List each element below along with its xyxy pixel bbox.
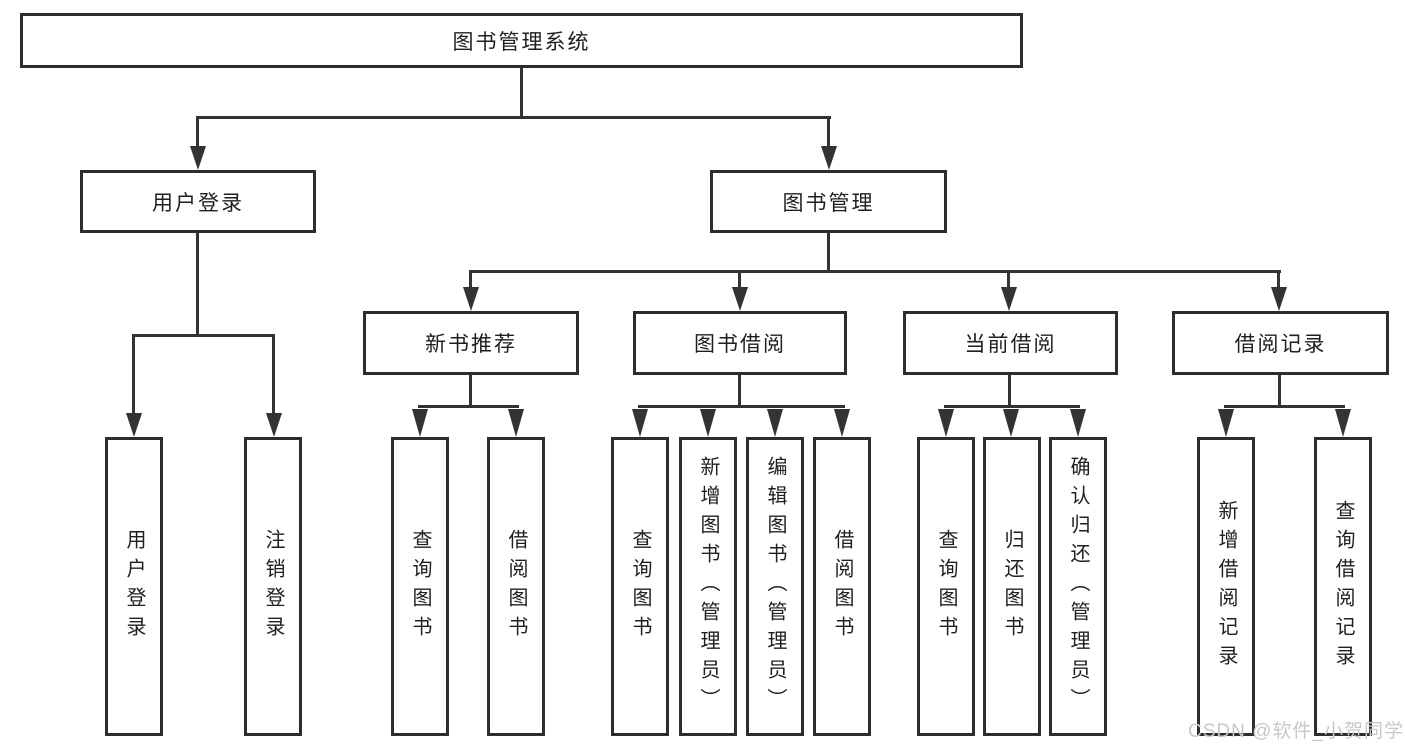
arrowhead-user-login <box>190 146 206 170</box>
node-new-book-recommend-label: 新书推荐 <box>425 333 517 356</box>
arrowhead-bb-query-books <box>632 409 648 437</box>
leaf-bb-query-books: 查询图书 <box>611 437 669 736</box>
leaf-rec-query-books-label: 查询图书 <box>409 528 431 645</box>
node-book-management: 图书管理 <box>710 170 947 233</box>
leaf-bb-borrow-books: 借阅图书 <box>813 437 871 736</box>
connector-new-book-recommend-bar <box>418 405 519 408</box>
connector-drop-book-borrow <box>738 270 741 289</box>
csdn-watermark: CSDN @软件_小贺同学 <box>1188 721 1404 742</box>
connector-root-stem <box>520 68 523 118</box>
leaf-cb-confirm-return: 确认归还（管理员） <box>1049 437 1107 736</box>
leaf-cb-return-books: 归还图书 <box>983 437 1041 736</box>
leaf-cb-query-books-label: 查询图书 <box>935 528 957 645</box>
connector-drop-leaf-logout <box>272 334 275 415</box>
leaf-br-query-record: 查询借阅记录 <box>1314 437 1372 736</box>
connector-root-bar <box>196 116 831 119</box>
leaf-logout-label: 注销登录 <box>262 528 284 645</box>
arrowhead-cb-query-books <box>938 409 954 437</box>
connector-user-login-stem <box>196 233 199 336</box>
node-current-borrow: 当前借阅 <box>903 311 1118 375</box>
node-current-borrow-label: 当前借阅 <box>964 333 1057 356</box>
connector-drop-user-login <box>196 116 199 148</box>
leaf-bb-edit-books-label: 编辑图书（管理员） <box>764 456 786 717</box>
connector-current-borrow-bar <box>944 405 1080 408</box>
arrowhead-br-query-record <box>1335 409 1351 437</box>
connector-borrow-records-bar <box>1224 405 1345 408</box>
connector-user-login-bar <box>132 334 275 337</box>
arrowhead-bb-borrow-books <box>834 409 850 437</box>
leaf-br-query-record-label: 查询借阅记录 <box>1332 499 1354 674</box>
connector-drop-current-borrow <box>1007 270 1010 289</box>
node-root: 图书管理系统 <box>20 13 1023 68</box>
arrowhead-cb-return-books <box>1003 409 1019 437</box>
leaf-user-login-label: 用户登录 <box>123 528 145 645</box>
leaf-user-login: 用户登录 <box>105 437 163 736</box>
arrowhead-current-borrow <box>1001 287 1017 311</box>
node-borrow-records: 借阅记录 <box>1172 311 1389 375</box>
leaf-bb-edit-books: 编辑图书（管理员） <box>746 437 804 736</box>
node-book-borrow: 图书借阅 <box>633 311 847 375</box>
leaf-bb-add-books: 新增图书（管理员） <box>679 437 737 736</box>
arrowhead-rec-query-books <box>412 409 428 437</box>
leaf-rec-borrow-books: 借阅图书 <box>487 437 545 736</box>
arrowhead-leaf-logout <box>266 413 282 437</box>
leaf-bb-add-books-label: 新增图书（管理员） <box>697 456 719 717</box>
node-user-login-label: 用户登录 <box>152 191 244 215</box>
leaf-cb-return-books-label: 归还图书 <box>1001 528 1023 645</box>
connector-drop-book-management <box>827 116 830 148</box>
connector-borrow-records-stem <box>1278 375 1281 408</box>
leaf-cb-confirm-return-label: 确认归还（管理员） <box>1067 456 1089 717</box>
leaf-br-add-record: 新增借阅记录 <box>1197 437 1255 736</box>
connector-book-borrow-bar <box>638 405 845 408</box>
arrowhead-book-borrow <box>732 287 748 311</box>
connector-new-book-recommend-stem <box>469 375 472 408</box>
leaf-bb-query-books-label: 查询图书 <box>629 528 651 645</box>
arrowhead-bb-add-books <box>700 409 716 437</box>
connector-drop-leaf-user-login <box>132 334 135 415</box>
connector-current-borrow-stem <box>1008 375 1011 408</box>
arrowhead-rec-borrow-books <box>508 409 524 437</box>
arrowhead-br-add-record <box>1218 409 1234 437</box>
arrowhead-cb-confirm-return <box>1070 409 1086 437</box>
connector-drop-new-book-recommend <box>469 270 472 289</box>
arrowhead-leaf-user-login <box>126 413 142 437</box>
node-book-borrow-label: 图书借阅 <box>694 333 786 356</box>
arrowhead-bb-edit-books <box>767 409 783 437</box>
node-book-management-label: 图书管理 <box>782 191 875 215</box>
node-borrow-records-label: 借阅记录 <box>1234 333 1327 356</box>
connector-drop-borrow-records <box>1277 270 1280 289</box>
leaf-rec-borrow-books-label: 借阅图书 <box>505 528 527 645</box>
node-root-label: 图书管理系统 <box>452 30 591 54</box>
leaf-cb-query-books: 查询图书 <box>917 437 975 736</box>
connector-book-management-stem <box>827 233 830 272</box>
connector-book-management-bar <box>469 270 1281 273</box>
arrowhead-borrow-records <box>1271 287 1287 311</box>
leaf-br-add-record-label: 新增借阅记录 <box>1215 499 1237 674</box>
leaf-rec-query-books: 查询图书 <box>391 437 449 736</box>
leaf-bb-borrow-books-label: 借阅图书 <box>831 528 853 645</box>
connector-book-borrow-stem <box>738 375 741 408</box>
arrowhead-book-management <box>821 146 837 170</box>
leaf-logout: 注销登录 <box>244 437 302 736</box>
arrowhead-new-book-recommend <box>463 287 479 311</box>
node-user-login: 用户登录 <box>80 170 316 233</box>
node-new-book-recommend: 新书推荐 <box>363 311 579 375</box>
